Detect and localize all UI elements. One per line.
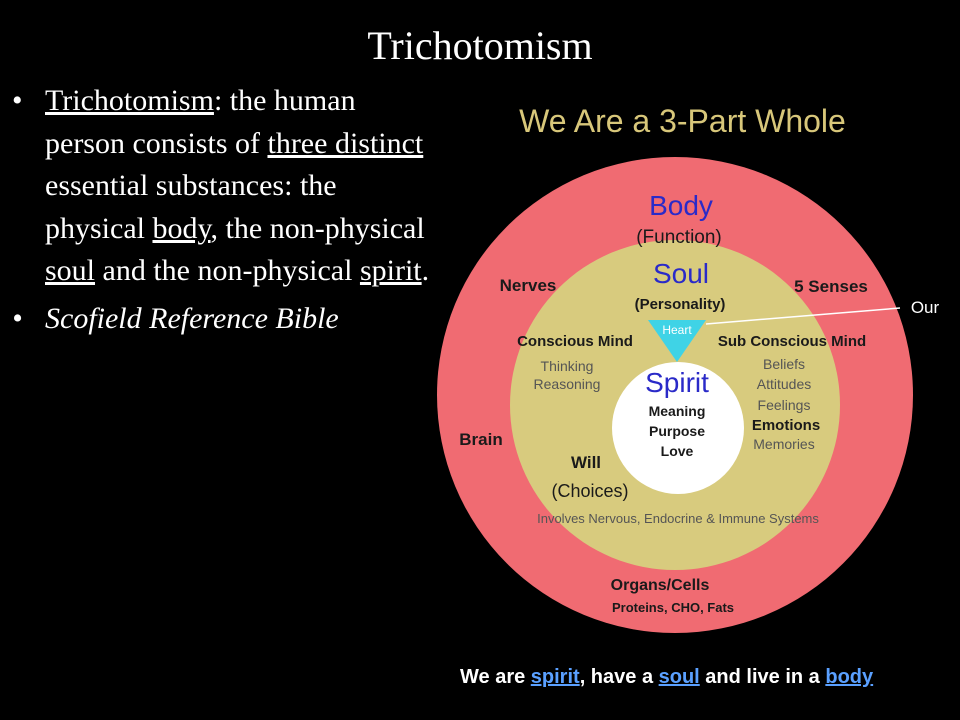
bullet-text: : the human person consists of [45,84,356,160]
nerves-label: Nerves [499,276,557,295]
nutrients-label: Proteins, CHO, Fats [611,600,735,615]
bullet-definition: Trichotomism: the human person consists … [12,80,432,293]
body-function-label: (Function) [636,227,722,248]
term-soul: soul [45,254,96,287]
term-trichotomism: Trichotomism [45,84,214,117]
tagline-text: , have a [579,666,659,688]
bullet-source: Scofield Reference Bible [12,298,432,341]
meaning-label: Meaning [648,403,706,419]
choices-label: (Choices) [551,481,629,501]
tagline-body: body [825,666,874,688]
tagline-soul: soul [658,666,700,688]
brain-label: Brain [459,430,503,449]
organs-cells-label: Organs/Cells [610,577,710,594]
five-senses-label: 5 Senses [794,277,868,296]
spirit-label: Spirit [645,367,709,398]
feelings-label: Feelings [757,397,811,413]
thinking-label: Thinking [540,358,594,374]
love-label: Love [660,443,694,459]
tagline: We are spirit, have a soul and live in a… [460,666,873,689]
attitudes-label: Attitudes [756,376,812,392]
source-text: Scofield Reference Bible [45,301,339,335]
bullet-text: essential substances: the physical [45,169,337,245]
systems-label: Involves Nervous, Endocrine & Immune Sys… [537,511,819,526]
tagline-spirit: spirit [530,666,580,688]
spirit-circle [612,362,744,494]
purpose-label: Purpose [648,423,706,439]
soul-label: Soul [652,258,710,289]
bullet-text: , the non-physical [210,211,425,245]
emotions-label: Emotions [751,417,821,434]
tagline-text: and live in a [699,666,826,688]
slide-title: Trichotomism [367,23,593,68]
reasoning-label: Reasoning [533,376,601,392]
heart-shape [648,320,706,362]
term-body: body [152,211,211,245]
bullet-list: Trichotomism: the human person consists … [12,80,432,340]
bullet-text: and the non-physical [95,254,360,287]
term-spirit: spirit [359,254,422,287]
heart-pointer-line [705,307,901,325]
personality-label: (Personality) [634,296,726,313]
term-three-distinct: three distinct [267,126,424,160]
memories-label: Memories [753,436,815,452]
our-label: Our [910,298,940,317]
sub-conscious-mind-label: Sub Conscious Mind [717,333,867,350]
tagline-text: We are [460,666,531,688]
beliefs-label: Beliefs [762,356,806,372]
will-label: Will [570,453,602,472]
heart-label: Heart [662,323,692,337]
bullet-text: . [421,254,430,287]
body-label: Body [649,190,713,221]
diagram-title: We Are a 3-Part Whole [519,103,846,139]
conscious-mind-label: Conscious Mind [517,333,633,350]
